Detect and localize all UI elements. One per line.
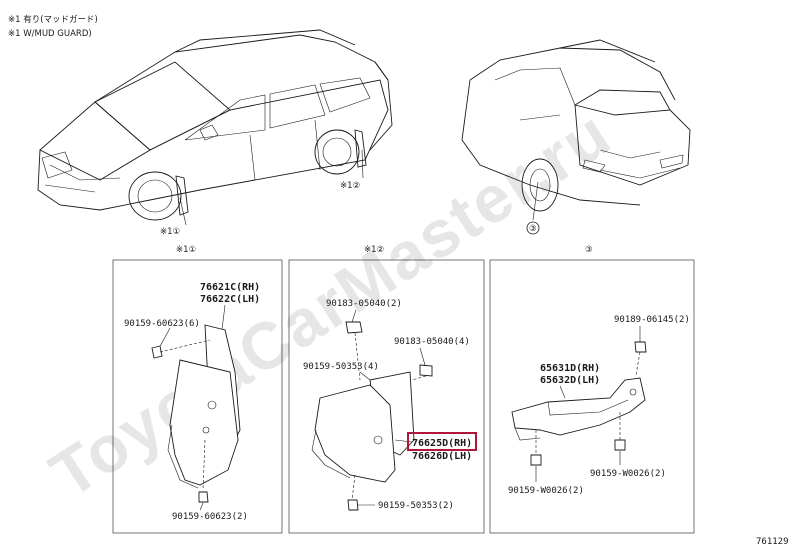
panel-1-frame	[112, 259, 283, 534]
panel-2-header: ※1②	[364, 245, 384, 255]
panel-3-header: ③	[585, 245, 593, 255]
panel-3-frame	[489, 259, 695, 534]
p2-mud-guard	[314, 384, 396, 483]
p3-bolt-right	[614, 439, 626, 451]
callout-rear-note: ※1②	[340, 181, 360, 191]
p2-fastener-bottom: 90159-50353(2)	[378, 501, 454, 511]
note-line-1: ※1 有り(マッドガード)	[8, 14, 98, 25]
p3-part-lh: 65632D(LH)	[540, 375, 600, 386]
p1-fastener-bottom: 90159-60623(2)	[172, 512, 248, 522]
p2-fastener-c: 90159-50353(4)	[303, 362, 379, 372]
note-line-2: ※1 W/MUD GUARD)	[8, 29, 92, 39]
p3-bracket	[511, 377, 646, 436]
panel-1-header: ※1①	[176, 245, 196, 255]
callout-rear-left: ※1②	[340, 149, 364, 191]
p2-screw-bottom	[347, 499, 359, 511]
panel-3-contents: 90189-06145(2) 65631D(RH) 65632D(LH) 901…	[508, 315, 690, 496]
p1-fastener-top: 90159-60623(6)	[124, 319, 200, 329]
p3-fastener-left: 90159-W0026(2)	[508, 486, 584, 496]
p3-bolt-left	[530, 454, 542, 466]
car-front-view	[37, 29, 393, 221]
p3-nut-top	[634, 341, 647, 353]
illustration-id: 761129	[756, 537, 789, 547]
p2-part-rh: 76625D(RH)	[412, 438, 472, 449]
p3-part-rh: 65631D(RH)	[540, 363, 600, 374]
p2-part-lh: 76626D(LH)	[412, 451, 472, 462]
p2-fastener-a: 90183-05040(2)	[326, 299, 402, 309]
p2-fastener-b: 90183-05040(4)	[394, 337, 470, 347]
p2-clip-a	[345, 321, 363, 334]
car-rear-view	[461, 39, 691, 212]
p3-fastener-right: 90159-W0026(2)	[590, 469, 666, 479]
callout-rear-right-label: ③	[529, 224, 537, 234]
p3-fastener-top: 90189-06145(2)	[614, 315, 690, 325]
p2-part-highlight	[407, 432, 477, 451]
p2-clip-b	[419, 364, 433, 377]
panel-1-contents: 76621C(RH) 76622C(LH) 90159-60623(6) 901…	[124, 282, 260, 522]
p1-mud-guard	[169, 359, 239, 486]
p1-part-lh: 76622C(LH)	[200, 294, 260, 305]
p1-screw-bottom	[198, 491, 209, 503]
callout-front: ※1①	[160, 197, 187, 237]
callout-rear-right: ③	[526, 181, 540, 235]
callout-front-note: ※1①	[160, 227, 180, 237]
panel-2-contents: 90183-05040(2) 90183-05040(4) 90159-5035…	[303, 299, 477, 511]
p1-screw-top	[151, 345, 163, 359]
panel-2-frame	[288, 259, 485, 534]
p1-part-rh: 76621C(RH)	[200, 282, 260, 293]
